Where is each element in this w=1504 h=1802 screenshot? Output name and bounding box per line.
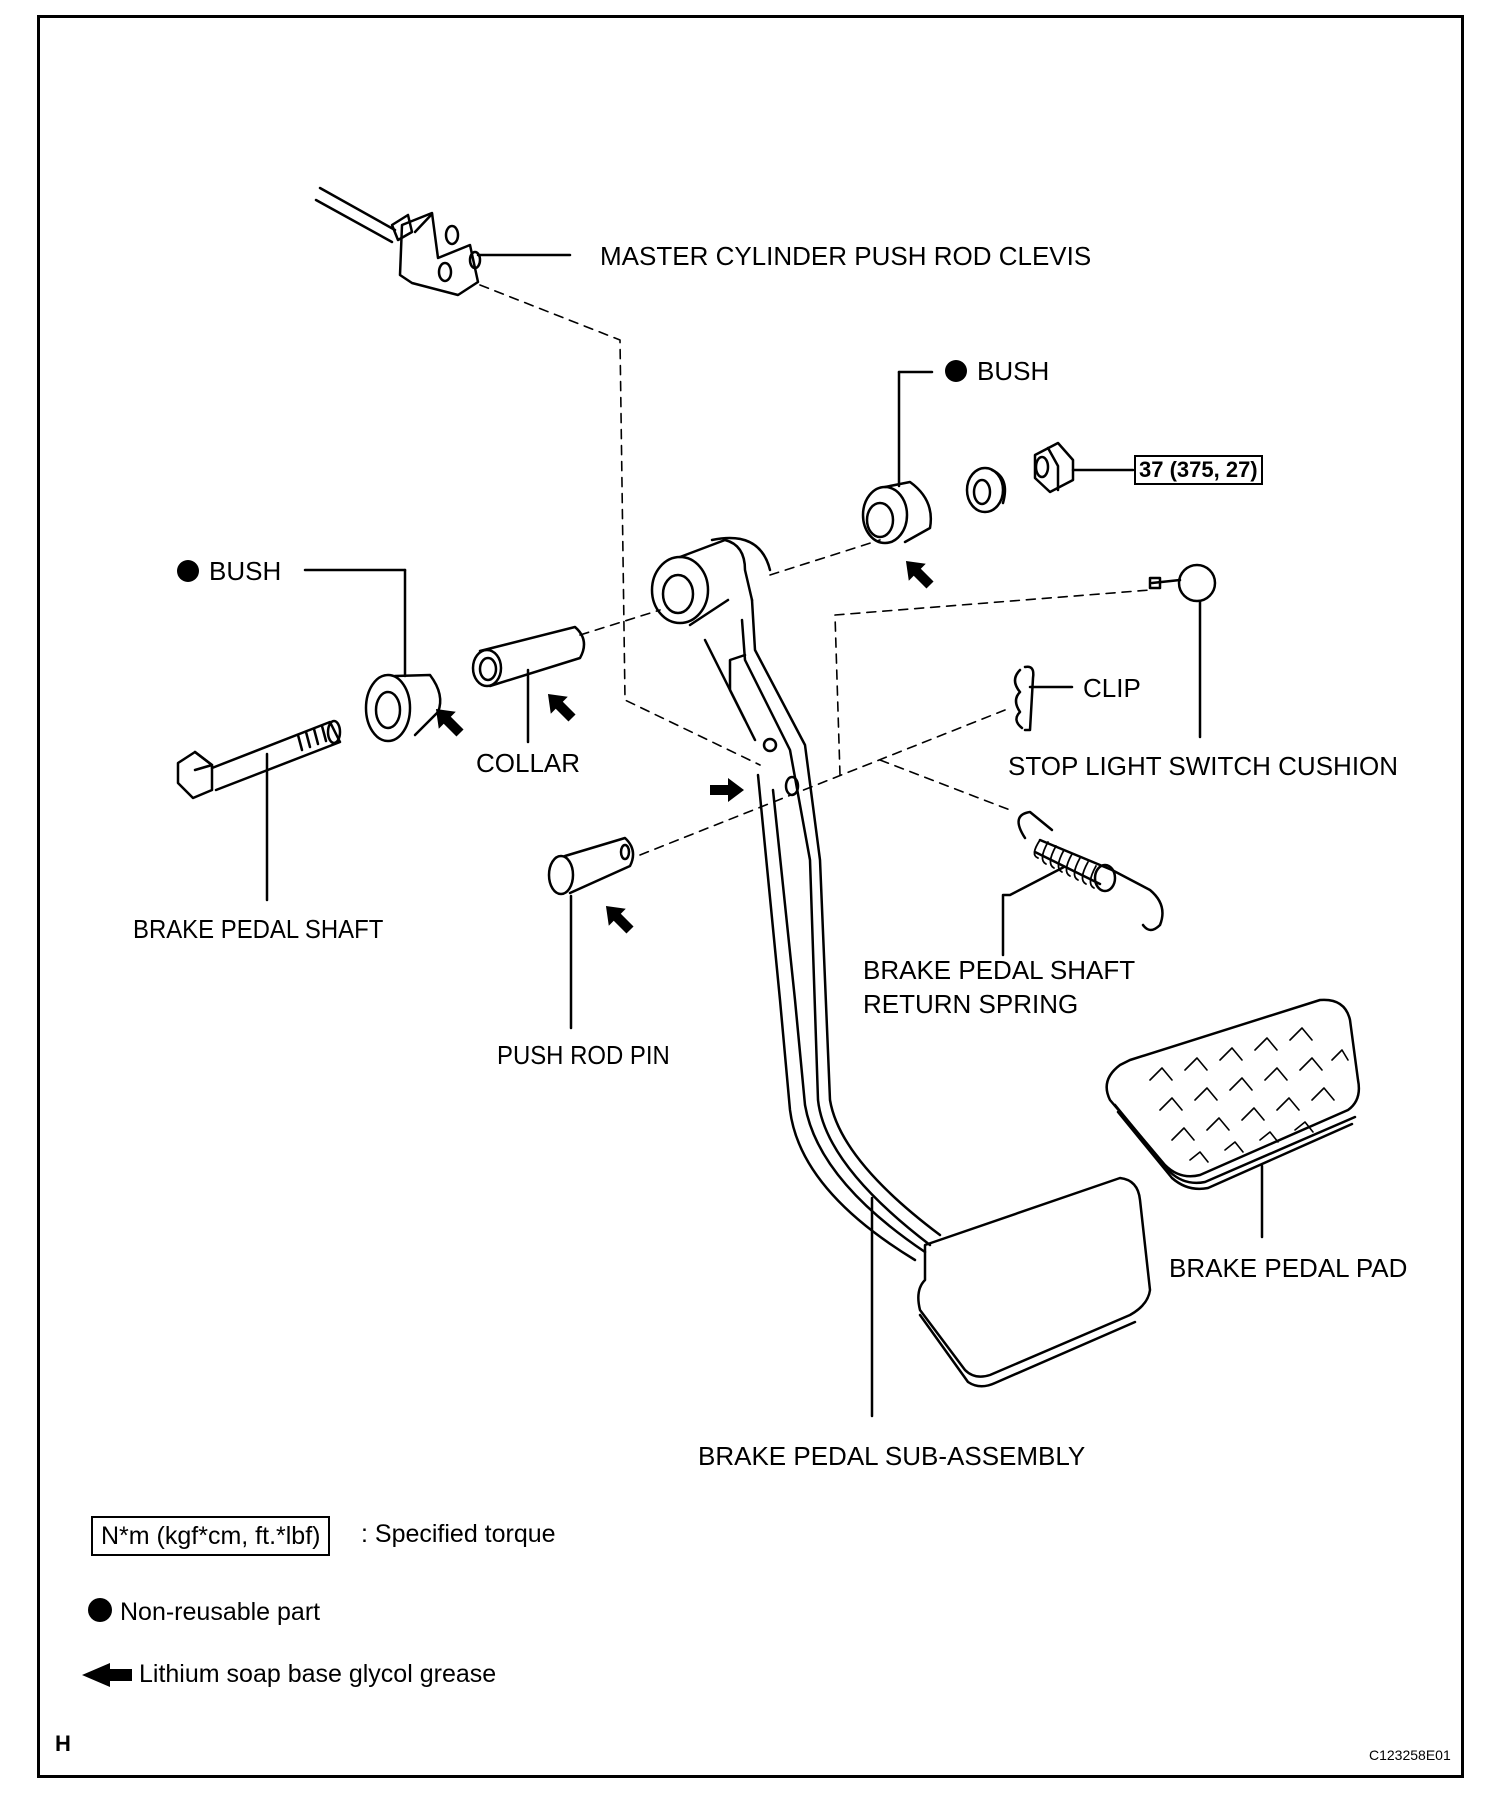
clip-drawing (1013, 665, 1074, 732)
label-collar: COLLAR (476, 748, 581, 778)
label-brake-pedal-shaft: BRAKE PEDAL SHAFT (133, 914, 384, 944)
grease-arrow-icon (82, 1663, 132, 1687)
label-stop-light-switch-cushion: STOP LIGHT SWITCH CUSHION (1008, 751, 1399, 781)
legend-torque-desc: : Specified torque (361, 1520, 556, 1548)
grease-arrow-icon (605, 905, 634, 934)
grease-arrow-icon (710, 778, 744, 802)
legend-grease: Lithium soap base glycol grease (139, 1660, 497, 1688)
torque-spec-box: 37 (375, 27) (1134, 455, 1263, 485)
figure-id: C123258E01 (1369, 1747, 1451, 1763)
brake-pedal-pad-drawing (1105, 998, 1361, 1239)
return-spring-drawing (1001, 810, 1164, 957)
grease-arrow-icon (435, 708, 464, 737)
label-bush-left: BUSH (177, 556, 281, 586)
label-brake-pedal-sub-assembly: BRAKE PEDAL SUB-ASSEMBLY (698, 1441, 1086, 1471)
label-push-rod-pin: PUSH ROD PIN (497, 1040, 670, 1070)
label-clip: CLIP (1083, 673, 1141, 703)
legend-non-reusable: Non-reusable part (88, 1597, 320, 1627)
collar-drawing (471, 625, 586, 744)
push-rod-pin-drawing (547, 836, 635, 1030)
stop-light-switch-cushion-drawing (1148, 563, 1217, 739)
master-cylinder-push-rod-clevis-drawing (314, 186, 572, 297)
pad-tread-pattern (1149, 1027, 1349, 1163)
brake-pedal-drawing (650, 536, 1152, 1418)
nut-drawing (1033, 441, 1135, 494)
label-master-cylinder-push-rod-clevis: MASTER CYLINDER PUSH ROD CLEVIS (600, 241, 1092, 271)
upper-bush-drawing (861, 370, 934, 545)
figure-frame (37, 15, 1464, 1778)
non-reusable-dot-icon (945, 360, 967, 382)
bush-left-text: BUSH (209, 556, 282, 586)
legend-torque-units-box: N*m (kgf*cm, ft.*lbf) (91, 1516, 331, 1556)
label-return-spring-line2: RETURN SPRING (863, 989, 1079, 1019)
label-bush-upper: BUSH (945, 356, 1049, 386)
legend-non-reusable-text: Non-reusable part (120, 1598, 321, 1626)
grease-arrow-icon (905, 560, 934, 589)
label-return-spring-line1: BRAKE PEDAL SHAFT (863, 955, 1136, 985)
lock-washer-drawing (965, 466, 1007, 514)
assembly-guide-lines (479, 284, 1151, 856)
corner-mark: H (55, 1731, 71, 1756)
brake-pedal-shaft-drawing (176, 719, 342, 902)
grease-arrows (435, 560, 934, 934)
grease-arrow-icon (547, 693, 576, 722)
left-bush-drawing (303, 568, 442, 743)
label-brake-pedal-pad: BRAKE PEDAL PAD (1169, 1253, 1408, 1283)
non-reusable-dot-icon (88, 1598, 112, 1622)
bush-upper-text: BUSH (977, 356, 1050, 386)
non-reusable-dot-icon (177, 560, 199, 582)
